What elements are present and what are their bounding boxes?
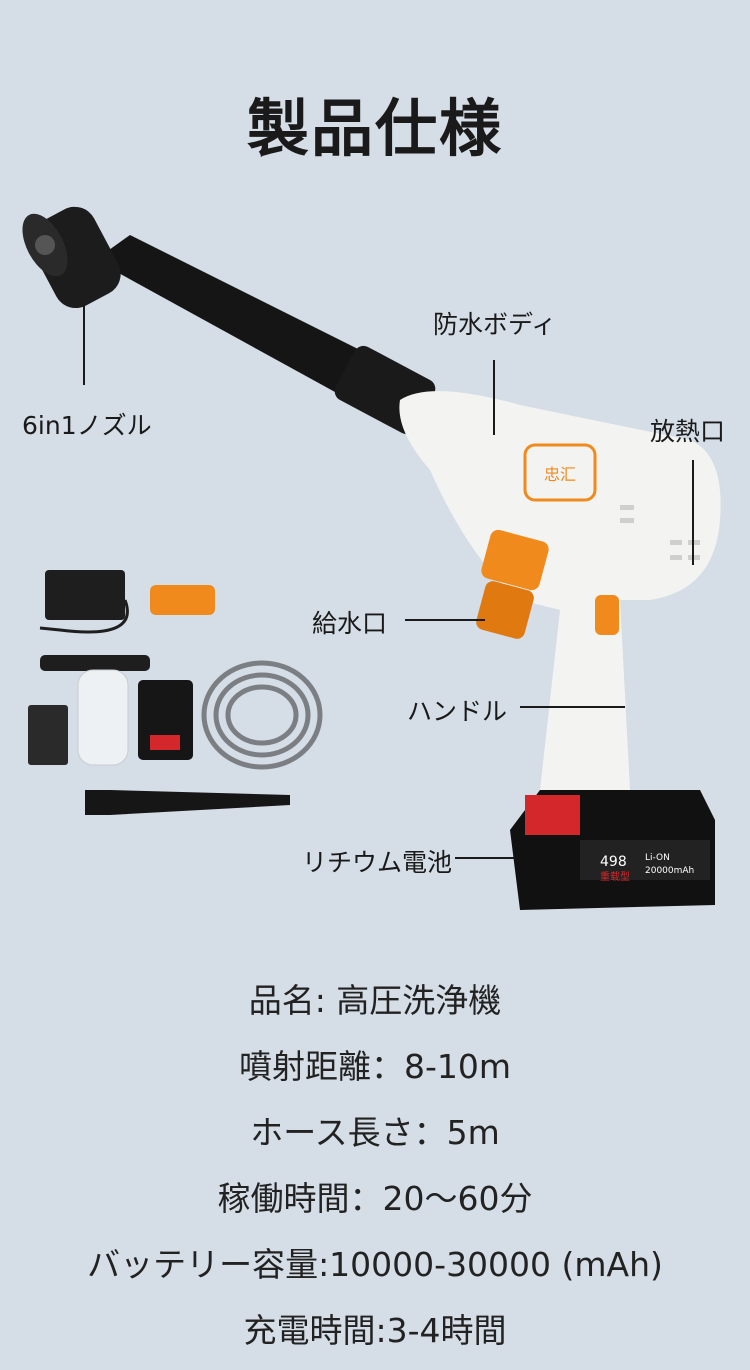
battery-type: 重载型: [600, 870, 630, 883]
battery-chem: Li-ON: [645, 853, 670, 863]
callout-body: 防水ボディ: [433, 310, 557, 339]
callout-vent: 放熱口: [650, 417, 726, 446]
spec-spray-distance: 噴射距離：8-10m: [238, 1047, 512, 1086]
callout-battery: リチウム電池: [302, 848, 453, 877]
page-title: 製品仕様: [246, 92, 503, 165]
callout-handle: ハンドル: [407, 697, 508, 726]
spec-battery-capacity: バッテリー容量:10000-30000 (mAh): [87, 1245, 663, 1284]
spec-hose-length: ホース長さ：5m: [250, 1113, 500, 1152]
spec-charge-time: 充電時間:3-4時間: [243, 1311, 507, 1350]
spray-wand: [22, 206, 436, 435]
callout-lines: [83, 305, 694, 859]
spec-product-name: 品名: 高圧洗浄機: [248, 981, 502, 1020]
battery-capacity: 20000mAh: [645, 866, 694, 876]
battery-voltage: 498: [600, 854, 627, 870]
gun-body: 忠汇 498 Li-ON 20000mAh 重载型: [399, 391, 721, 910]
spec-run-time: 稼働時間：20～60分: [217, 1179, 533, 1218]
callout-nozzle: 6in1ノズル: [22, 411, 152, 440]
brand-logo: 忠汇: [544, 465, 576, 484]
accessories: [28, 570, 323, 815]
product-illustration: 忠汇 498 Li-ON 20000mAh 重载型: [22, 206, 721, 910]
spec-list: 品名: 高圧洗浄機 噴射距離：8-10m ホース長さ：5m 稼働時間：20～60…: [0, 968, 750, 1364]
callout-inlet: 給水口: [312, 609, 388, 638]
